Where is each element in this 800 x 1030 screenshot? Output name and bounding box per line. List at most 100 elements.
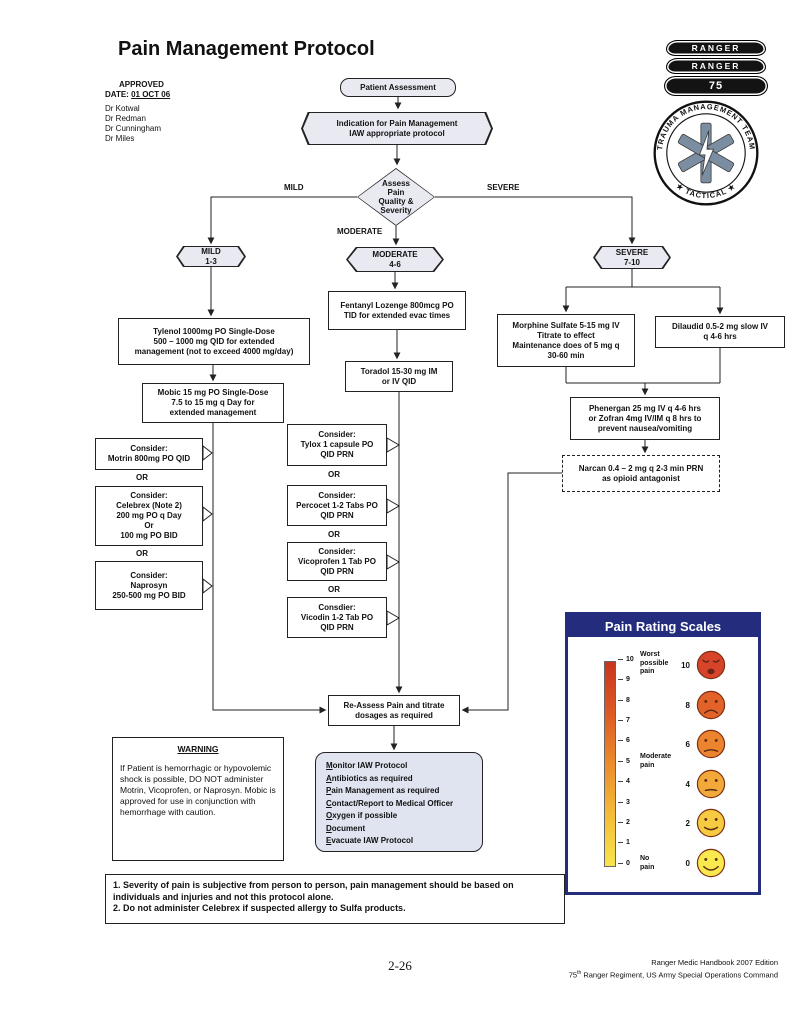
node-monitor-protocol: Monitor IAW Protocol Antibiotics as requ… <box>315 752 483 852</box>
node-moderate: MODERATE 4-6 <box>346 247 444 272</box>
scale-label-worst: Worst possible pain <box>640 651 669 675</box>
crying-face-icon <box>696 650 726 680</box>
page-title: Pain Management Protocol <box>118 38 375 60</box>
node-naprosyn: Consider: Naprosyn 250-500 mg PO BID <box>95 561 203 610</box>
node-indication-label: Indication for Pain Management IAW appro… <box>303 113 491 144</box>
date-value: 01 OCT 06 <box>131 90 171 99</box>
monitor-line: Antibiotics as required <box>326 773 413 783</box>
approved-label: APPROVED <box>119 80 164 89</box>
warning-title: WARNING <box>177 744 219 754</box>
scale-tick: 3 <box>618 799 630 806</box>
doctor-name: Dr Miles <box>105 134 135 143</box>
frowning-face-icon <box>696 690 726 720</box>
node-reassess: Re-Assess Pain and titrate dosages as re… <box>328 695 460 726</box>
node-moderate-label: MODERATE 4-6 <box>348 248 442 271</box>
node-percocet: Consider: Percocet 1-2 Tabs PO QID PRN <box>287 485 387 526</box>
scale-tick: 5 <box>618 758 630 765</box>
monitor-line: Oxygen if possible <box>326 811 398 820</box>
or-label: OR <box>328 470 340 479</box>
footer-edition: Ranger Medic Handbook 2007 Edition <box>651 958 778 967</box>
pain-face-value: 8 <box>685 700 690 710</box>
node-vicodin: Consdier: Vicodin 1-2 Tab PO QID PRN <box>287 597 387 638</box>
scale-tick: 1 <box>618 839 630 846</box>
pain-face-value: 0 <box>685 858 690 868</box>
footer-unit-ordinal: th <box>577 970 582 976</box>
pain-face-2: 2 <box>676 807 727 839</box>
neutral-face-icon <box>696 769 726 799</box>
pain-face-8: 8 <box>676 689 727 721</box>
scale-tick: 9 <box>618 676 630 683</box>
node-tylox: Consider: Tylox 1 capsule PO QID PRN <box>287 424 387 466</box>
scale-label-moderate: Moderate pain <box>640 753 672 769</box>
footer-citation: Ranger Medic Handbook 2007 Edition 75th … <box>569 958 778 981</box>
trauma-team-seal: TRAUMA MANAGEMENT TEAM ★ TACTICAL ★ <box>653 100 759 206</box>
pain-scale-panel: Pain Rating Scales 10 9 8 7 6 5 4 3 2 1 … <box>565 612 761 895</box>
node-indication: Indication for Pain Management IAW appro… <box>301 112 493 145</box>
approval-date: DATE: 01 OCT 06 <box>105 90 170 100</box>
scale-tick: 2 <box>618 819 630 826</box>
monitor-line: Monitor IAW Protocol <box>326 761 408 770</box>
smiling-face-icon <box>696 808 726 838</box>
scale-tick: 4 <box>618 778 630 785</box>
pain-face-value: 4 <box>685 779 690 789</box>
pain-face-0: 0 <box>676 847 727 879</box>
scale-tick: 0 <box>618 860 630 867</box>
node-tylenol: Tylenol 1000mg PO Single-Dose 500 – 1000… <box>118 318 310 365</box>
or-label: OR <box>328 530 340 539</box>
ranger-tab-1: RANGER <box>666 40 766 56</box>
ranger-tab-75: 75 <box>664 76 768 96</box>
node-mild-label: MILD 1-3 <box>178 247 244 266</box>
pain-face-10: 10 <box>676 649 727 681</box>
or-label: OR <box>328 585 340 594</box>
footer-unit: 75th Ranger Regiment, US Army Special Op… <box>569 968 778 981</box>
star-of-life-icon <box>677 122 735 184</box>
monitor-line: Contact/Report to Medical Officer <box>326 798 454 808</box>
pain-scale-gradient-bar <box>604 661 616 867</box>
pain-face-4: 4 <box>676 768 727 800</box>
warning-body: If Patient is hemorrhagic or hypovolemic… <box>120 763 276 817</box>
pain-face-value: 6 <box>685 739 690 749</box>
pain-face-value: 10 <box>681 660 690 670</box>
node-severe: SEVERE 7-10 <box>593 246 671 269</box>
monitor-line: Pain Management as required <box>326 786 440 795</box>
approval-block: APPROVED DATE: 01 OCT 06 Dr Kotwal Dr Re… <box>105 80 170 144</box>
pain-scale-title: Pain Rating Scales <box>568 615 758 637</box>
node-morphine: Morphine Sulfate 5-15 mg IV Titrate to e… <box>497 314 635 367</box>
notes-box: 1. Severity of pain is subjective from p… <box>105 874 565 924</box>
pain-face-value: 2 <box>685 818 690 828</box>
node-vicoprofen: Consider: Vicoprofen 1 Tab PO QID PRN <box>287 542 387 581</box>
node-patient-assessment: Patient Assessment <box>340 78 456 97</box>
decision-assess-pain-label: Assess Pain Quality & Severity <box>358 169 434 225</box>
monitor-line: Document <box>326 823 366 833</box>
lightning-bolt-icon <box>698 130 715 176</box>
monitor-line: Evacuate IAW Protocol <box>326 836 414 845</box>
page-number: 2-26 <box>388 958 412 973</box>
sad-face-icon <box>696 729 726 759</box>
doctor-name: Dr Cunningham <box>105 124 162 133</box>
doctor-name: Dr Redman <box>105 114 146 123</box>
scale-tick: 7 <box>618 717 630 724</box>
or-label: OR <box>136 549 148 558</box>
node-phenergan: Phenergan 25 mg IV q 4-6 hrs or Zofran 4… <box>570 397 720 440</box>
ranger-tab-2: RANGER <box>666 58 766 74</box>
node-celebrex: Consider: Celebrex (Note 2) 200 mg PO q … <box>95 486 203 546</box>
node-dilaudid: Dilaudid 0.5-2 mg slow IV q 4-6 hrs <box>655 316 785 348</box>
doctor-name: Dr Kotwal <box>105 104 140 113</box>
node-severe-label: SEVERE 7-10 <box>595 247 669 268</box>
node-fentanyl: Fentanyl Lozenge 800mcg PO TID for exten… <box>328 291 466 330</box>
node-mild: MILD 1-3 <box>176 246 246 267</box>
scale-tick: 10 <box>618 656 634 663</box>
scale-tick: 6 <box>618 737 630 744</box>
branch-label-mild: MILD <box>284 183 304 192</box>
or-label: OR <box>136 473 148 482</box>
node-toradol: Toradol 15-30 mg IM or IV QID <box>345 361 453 392</box>
branch-label-moderate: MODERATE <box>337 227 383 236</box>
branch-label-severe: SEVERE <box>487 183 520 192</box>
footer-unit-number: 75 <box>568 970 578 980</box>
scale-tick: 8 <box>618 697 630 704</box>
decision-assess-pain: Assess Pain Quality & Severity <box>357 168 435 226</box>
node-motrin: Consider: Motrin 800mg PO QID <box>95 438 203 470</box>
note-1: 1. Severity of pain is subjective from p… <box>113 880 514 902</box>
date-label: DATE: <box>105 90 132 99</box>
node-mobic: Mobic 15 mg PO Single-Dose 7.5 to 15 mg … <box>142 383 284 423</box>
